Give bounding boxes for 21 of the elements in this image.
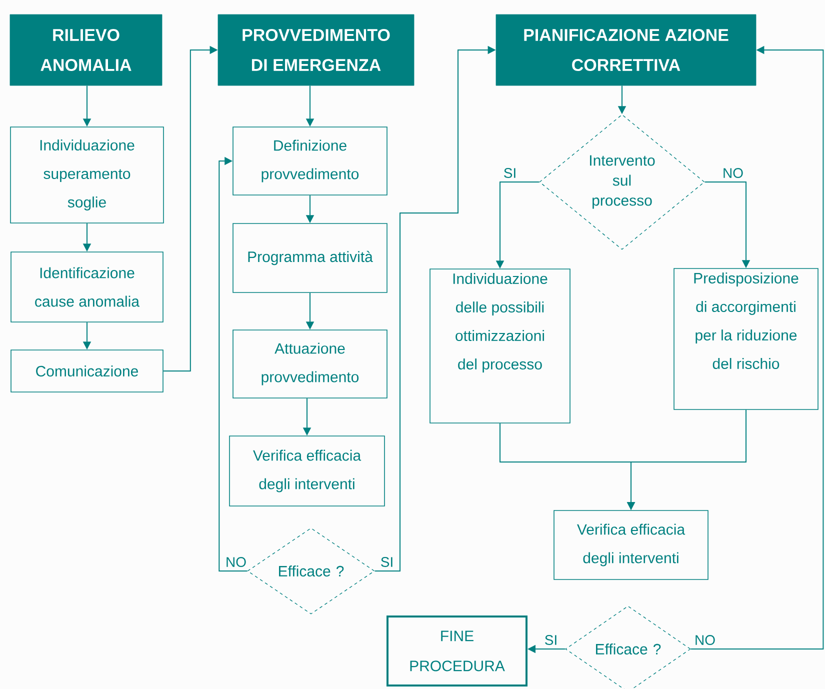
end-box: FINE PROCEDURA xyxy=(386,616,528,686)
edge-label: NO xyxy=(224,556,248,568)
edge-label: SI xyxy=(502,167,518,179)
process-box: Definizione provvedimento xyxy=(232,126,388,196)
arrow xyxy=(218,156,248,572)
process-box: Attuazione provvedimento xyxy=(232,330,388,398)
edge-label: NO xyxy=(694,634,716,646)
edge-label: SI xyxy=(543,634,559,646)
process-box: Individuazione delle possibili ottimizzazioni del processo xyxy=(430,268,570,424)
edge-label: SI xyxy=(379,556,395,568)
process-box: Verifica efficacia degli interventi xyxy=(554,510,708,580)
heading-box: PROVVEDIMENTO DI EMERGENZA xyxy=(218,14,414,86)
process-box: Individuazione superamento soglie xyxy=(10,126,164,224)
heading-box: RILIEVO ANOMALIA xyxy=(10,14,162,86)
process-box: Verifica efficacia degli interventi xyxy=(229,436,385,506)
process-box: Comunicazione xyxy=(10,350,164,392)
process-box: Identificazione cause anomalia xyxy=(10,252,164,322)
process-box: Predisposizione di accorgimenti per la riduzione del rischio xyxy=(674,268,818,410)
heading-box: PIANIFICAZIONE AZIONE CORRETTIVA xyxy=(496,14,756,86)
process-box: Programma attività xyxy=(232,223,388,293)
edge-label: NO xyxy=(722,167,744,179)
